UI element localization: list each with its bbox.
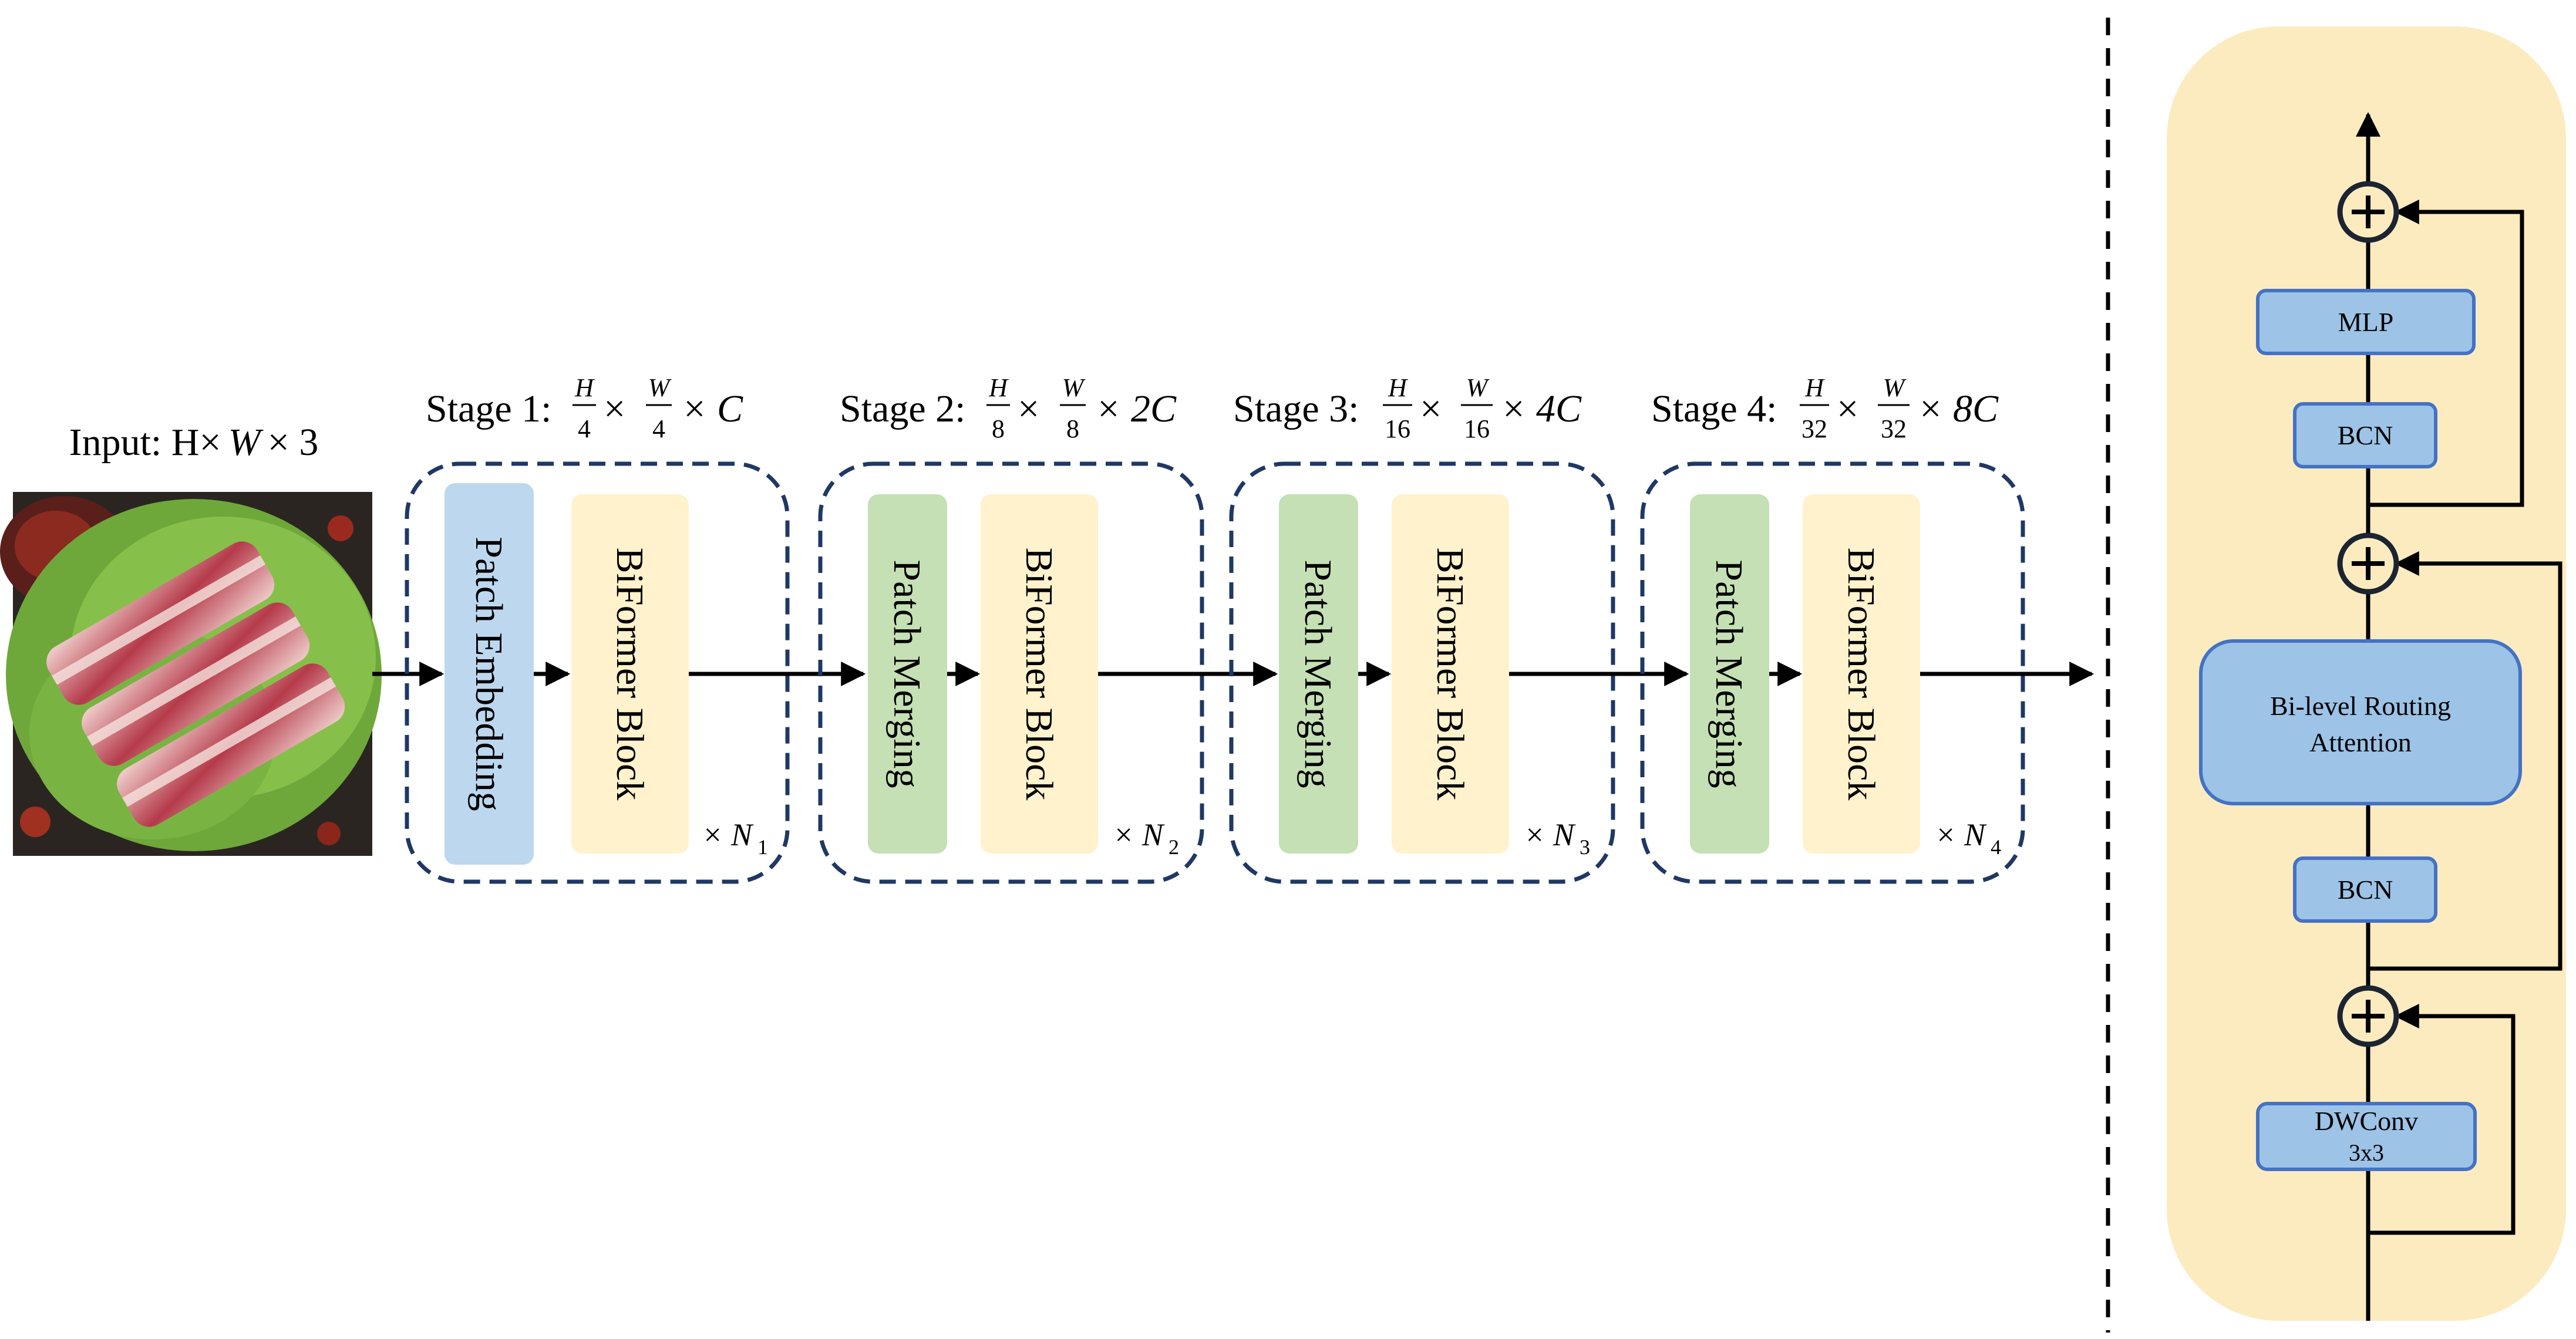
mlp-box [2256,289,2476,355]
stage-2-h-den: 8 [992,414,1005,443]
stage-1-times: × [604,387,625,430]
stage-3: Stage 3: H 16 × W 16 × 4C Patch Merging … [1229,373,1615,884]
stage-1-label: Stage 1: [426,387,551,430]
patch-embedding-label: Patch Embedding [467,537,510,811]
stage-3-channels: × 4C [1500,387,1582,430]
stage-1-repeat: × N [702,817,754,852]
stage-2-frame [818,461,1204,884]
input-image [0,492,382,856]
attention-box [2199,639,2522,805]
attention-label-line2: Attention [2309,727,2412,757]
stage-3-h-num: H [1388,373,1408,402]
input-label: Input: H×W× 3 [69,421,319,464]
stage-3-label: Stage 3: [1233,387,1359,430]
dwconv-label: DWConv [2315,1106,2418,1136]
skip-connection-3 [2368,200,2524,507]
stage-2-repeat-sub: 2 [1169,835,1179,859]
stage-4: Stage 4: H 32 × W 32 × 8C Patch Merging … [1640,373,2025,884]
patch-merging-3-label: Patch Merging [1297,559,1339,788]
stage-1-h-num: H [574,373,595,402]
stage-2-channels: × 2C [1095,387,1177,430]
stage-2-repeat: × N [1113,817,1165,852]
biformer-block-4 [1803,494,1920,854]
stage-3-h-den: 16 [1385,414,1410,443]
biformer-block-1-label: BiFormer Block [608,548,651,801]
stage-1: Stage 1: H 4 × W 4 × C Patch Embedding B… [405,373,790,884]
stage-4-channels: × 8C [1917,387,1999,430]
stage-3-repeat: × N [1524,817,1576,852]
stage-1-frame [405,461,790,884]
stage-2-w-num: W [1062,373,1086,402]
stage-2-w-den: 8 [1066,414,1079,443]
stage-4-w-num: W [1883,373,1907,402]
dwconv-kernel-label: 3x3 [2349,1139,2384,1166]
biformer-block-4-label: BiFormer Block [1840,548,1883,801]
stage-1-w-den: 4 [652,414,665,443]
patch-merging-block-2 [868,494,947,854]
stage-3-repeat-sub: 3 [1580,835,1590,859]
add-node-2 [2337,532,2399,595]
patch-merging-2-label: Patch Merging [885,559,928,788]
dwconv-box [2256,1102,2477,1171]
biformer-block-2-label: BiFormer Block [1018,548,1060,801]
biformer-block-2 [981,494,1098,854]
skip-connection-2 [2368,551,2562,971]
stage-4-times: × [1837,387,1858,430]
bcn-bottom-label: BCN [2338,875,2393,905]
patch-merging-4-label: Patch Merging [1708,559,1750,788]
stage-2-h-num: H [988,373,1009,402]
mlp-label: MLP [2338,307,2394,337]
stage-3-times: × [1420,387,1442,430]
bcn-top-label: BCN [2338,420,2393,450]
biformer-block-3-label: BiFormer Block [1429,548,1471,801]
stage-4-repeat-sub: 4 [1991,835,2001,859]
skip-connection-1 [2368,1004,2516,1235]
stage-2: Stage 2: H 8 × W 8 × 2C Patch Merging Bi… [818,373,1204,884]
stage-4-repeat: × N [1935,817,1987,852]
patch-embedding-block [445,483,534,865]
bcn-top-box [2293,402,2437,468]
input-section: Input: H×W× 3 [0,421,382,856]
stage-4-h-den: 32 [1801,414,1827,443]
bcn-bottom-box [2293,856,2437,923]
stage-3-frame [1229,461,1615,884]
stage-2-label: Stage 2: [840,387,965,430]
stage-1-w-num: W [648,373,672,402]
biformer-block-3 [1392,494,1509,854]
patch-merging-block-3 [1279,494,1358,854]
stage-4-h-num: H [1804,373,1825,402]
stage-3-w-den: 16 [1464,414,1490,443]
add-node-1 [2337,985,2399,1047]
stage-1-channels: × C [681,387,743,430]
stage-4-label: Stage 4: [1651,387,1777,430]
stage-3-w-num: W [1466,373,1490,402]
biformer-block-1 [571,494,689,854]
add-node-3 [2337,181,2399,243]
patch-merging-block-4 [1690,494,1769,854]
stage-1-h-den: 4 [578,414,591,443]
stage-4-w-den: 32 [1881,414,1907,443]
stage-2-times: × [1018,387,1039,430]
attention-label-line1: Bi-level Routing [2270,691,2451,721]
stage-1-repeat-sub: 1 [757,835,768,859]
biformer-detail-panel: DWConv 3x3 BCN Bi-level Routing Attentio… [2167,26,2566,1321]
stage-4-frame [1640,461,2025,884]
